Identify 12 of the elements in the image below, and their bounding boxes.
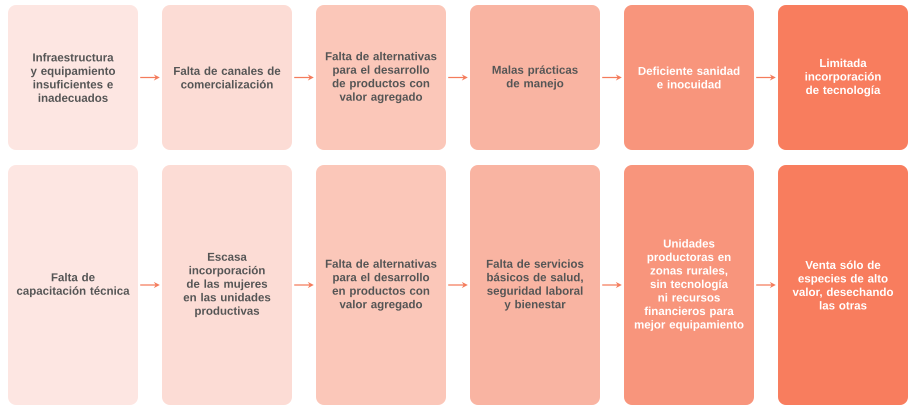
process-box: Falta de capacitación técnica [8,165,138,405]
process-box: Escasa incorporación de las mujeres en las unidades productivas [162,165,292,405]
process-box: Falta de alternativas para el desarrollo de productos con valor agregado [316,5,446,150]
process-box: Infraestructura y equipamiento insuficientes e inadecuados [8,5,138,150]
process-box: Malas prácticas de manejo [470,5,600,150]
process-box: Unidades productoras en zonas rurales, sin tecnología ni recursos financieros para mejor equipamiento [624,165,754,405]
process-box: Falta de canales de comercialización [162,5,292,150]
process-box: Falta de alternativas para el desarrollo en productos con valor agregado [316,165,446,405]
process-box: Venta sólo de especies de alto valor, desechando las otras [778,165,908,405]
process-box: Limitada incorporación de tecnología [778,5,908,150]
process-box: Falta de servicios básicos de salud, seguridad laboral y bienestar [470,165,600,405]
process-box: Deficiente sanidad e inocuidad [624,5,754,150]
